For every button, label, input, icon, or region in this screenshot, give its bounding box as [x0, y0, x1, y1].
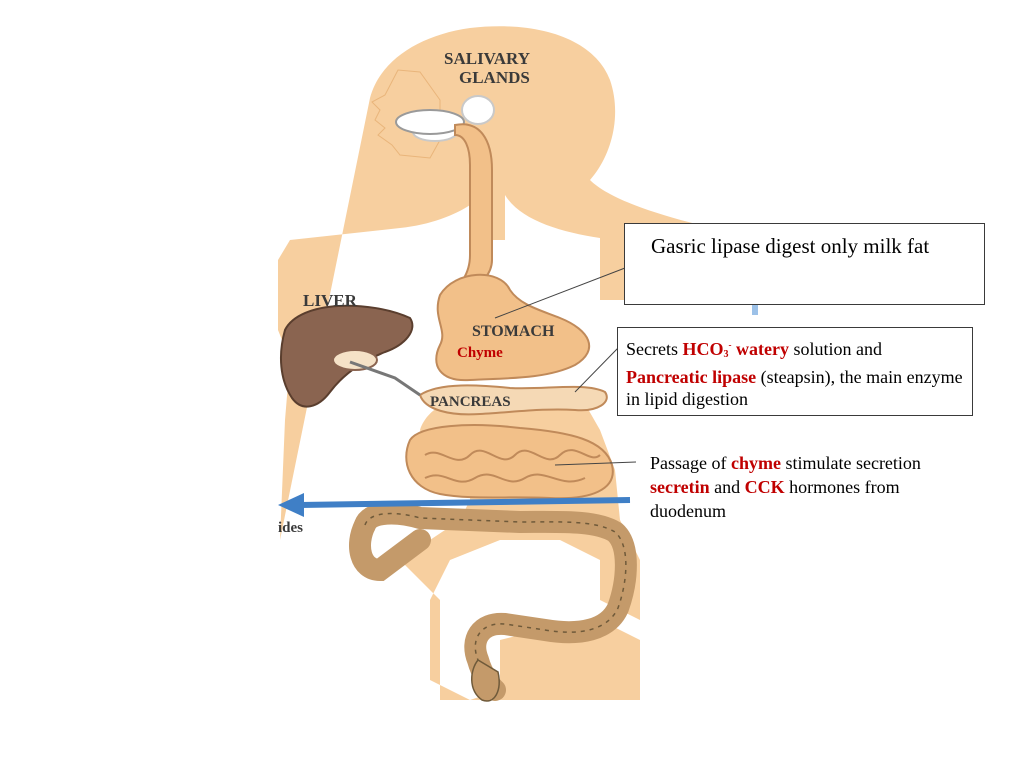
watery-term: watery: [731, 339, 789, 359]
secretin-term: secretin: [650, 477, 710, 497]
pancreatic-lipase-term: Pancreatic lipase: [626, 367, 757, 387]
pancreas-callout: Secrets HCO3- watery solution and Pancre…: [617, 327, 973, 416]
absorption-arrow-line: [299, 497, 631, 508]
cck-term: CCK: [744, 477, 785, 497]
absorption-arrow-head: [278, 493, 304, 517]
label-pancreas: PANCREAS: [430, 394, 511, 410]
faint-blue-bar: [752, 300, 758, 315]
salivary-gland-top: [461, 95, 495, 125]
pancreas-text-2: solution and: [788, 339, 882, 359]
duodenum-text-1: Passage of: [650, 453, 731, 473]
label-salivary-line2: GLANDS: [459, 68, 530, 87]
leader-duodenum: [554, 461, 637, 466]
large-intestine-texture: [364, 512, 627, 661]
hco3-subscript: 3: [723, 349, 729, 360]
stomach-callout: Gasric lipase digest only milk fat: [624, 223, 985, 305]
duodenum-text-2: stimulate secretion: [780, 453, 921, 473]
stomach-callout-text: Gasric lipase digest only milk fat: [651, 234, 930, 258]
stomach: [435, 273, 591, 382]
hco3-term: HCO: [682, 339, 724, 359]
label-partial-ides: ides: [278, 520, 303, 536]
label-stomach: STOMACH: [472, 323, 555, 340]
gall-bladder: [332, 349, 378, 371]
duodenum-text-4: hormones from duodenum: [650, 477, 900, 521]
bile-duct: [349, 360, 421, 397]
duodenum-callout: Passage of chyme stimulate secretion sec…: [650, 451, 940, 523]
pancreas-text-1: Secrets: [626, 339, 683, 359]
mouth-cavity: [395, 109, 465, 135]
label-salivary-line1: SALIVARY: [444, 49, 530, 68]
leader-pancreas: [574, 347, 619, 393]
pancreas: [418, 384, 608, 416]
hco3-superscript: -: [728, 340, 732, 350]
large-intestine-left: [349, 514, 431, 582]
small-intestine-coils: [424, 449, 601, 483]
appendix-rectum: [471, 659, 500, 702]
label-liver: LIVER: [303, 291, 358, 310]
leader-stomach: [494, 267, 626, 319]
chyme-label: Chyme: [457, 345, 503, 361]
chyme-term: chyme: [730, 453, 781, 473]
duodenum-text-3: and: [709, 477, 745, 497]
pancreas-text-3: (steapsin), the main enzyme in lipid dig…: [626, 367, 963, 409]
